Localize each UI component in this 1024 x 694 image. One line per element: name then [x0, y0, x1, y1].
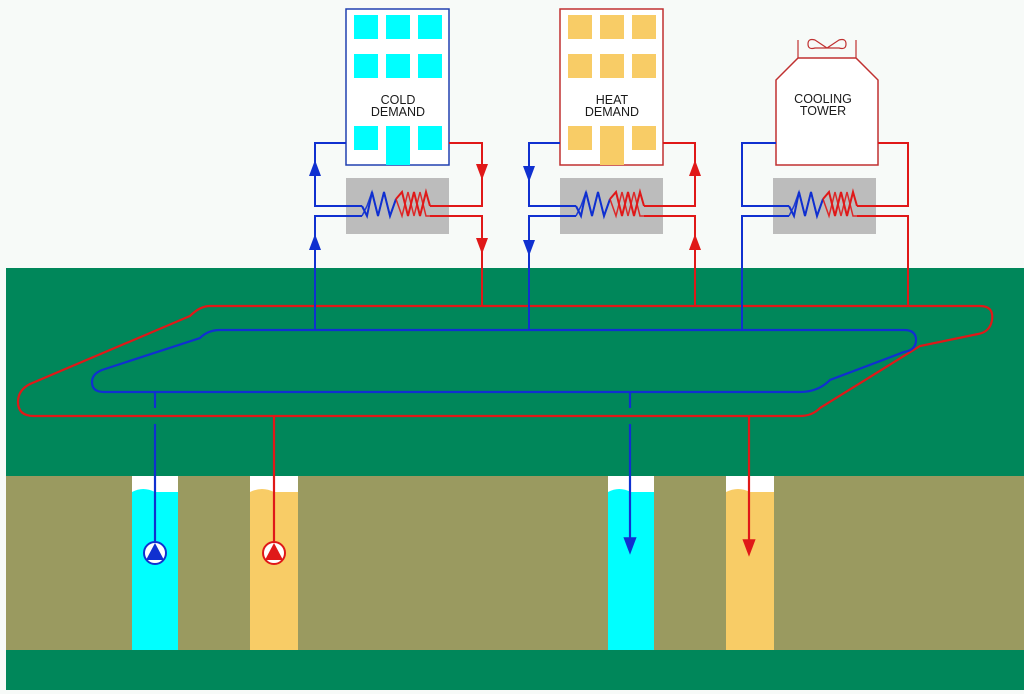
cold-demand-piping — [309, 142, 488, 330]
hot-loop-pipe — [16, 304, 994, 418]
cold-loop-pipe — [90, 328, 918, 394]
cooling-tower: COOLING TOWER — [775, 38, 879, 166]
fan-icon — [807, 38, 847, 50]
cold-demand-building: COLD DEMAND — [345, 8, 450, 166]
heat-demand-label-line2: DEMAND — [585, 105, 639, 119]
cold-pump-icon — [143, 541, 167, 565]
warm-pump-icon — [262, 541, 286, 565]
cold-demand-label-line2: DEMAND — [371, 105, 425, 119]
cold-well-1 — [132, 476, 178, 650]
cold-demand-label-line1: COLD — [381, 93, 416, 107]
ground-layer — [6, 268, 1024, 478]
heat-demand-label-line1: HEAT — [596, 93, 629, 107]
cooling-tower-label-line1: COOLING — [794, 92, 852, 106]
heat-demand-building: HEAT DEMAND — [559, 8, 664, 166]
cooling-tower-piping — [741, 142, 909, 330]
heat-demand-piping — [523, 142, 701, 330]
bedrock-layer — [6, 650, 1024, 690]
cooling-tower-label-line2: TOWER — [800, 104, 846, 118]
